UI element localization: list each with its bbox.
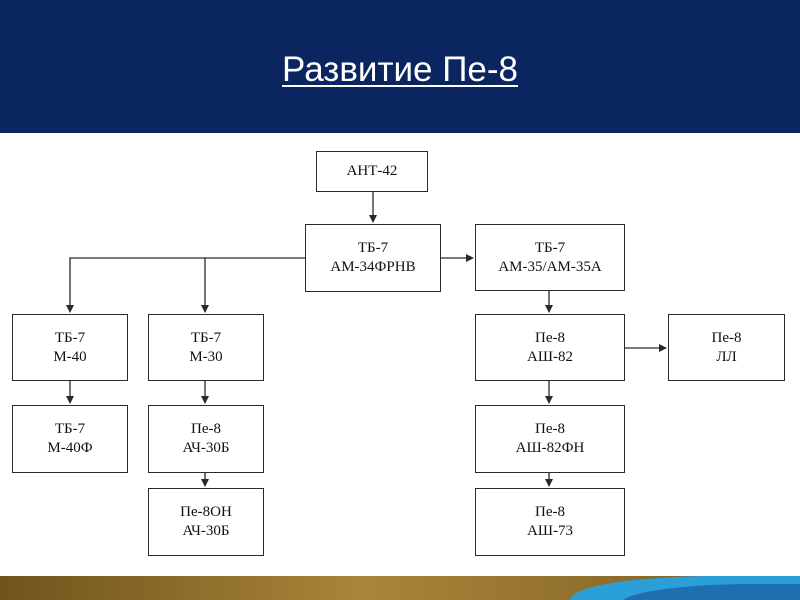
- node-tb7-am34frnv-line2: АМ-34ФРНВ: [330, 259, 416, 275]
- node-pe8-ach30b[interactable]: Пе-8 АЧ-30Б: [148, 405, 264, 473]
- node-pe8-ll[interactable]: Пе-8 ЛЛ: [668, 314, 785, 381]
- node-tb7-am35-line1: ТБ-7: [534, 239, 566, 256]
- node-pe8-ash82fn-line1: Пе-8: [535, 421, 565, 437]
- node-pe8on-ach30b-line2: АЧ-30Б: [182, 523, 230, 539]
- node-tb7-m30-line2: М-30: [189, 348, 223, 365]
- node-tb7-m40[interactable]: ТБ-7 М-40: [12, 314, 128, 381]
- node-pe8-ll-line2: ЛЛ: [716, 348, 737, 365]
- node-tb7-m40f[interactable]: ТБ-7 М-40Ф: [12, 405, 128, 473]
- edge-tb7-am34-tb7-m40: [66, 257, 305, 313]
- node-tb7-m40f-line2: М-40Ф: [47, 440, 93, 456]
- footer-decoration: [0, 576, 800, 600]
- node-ant42[interactable]: АНТ-42: [316, 151, 428, 192]
- node-pe8on-ach30b[interactable]: Пе-8ОН АЧ-30Б: [148, 488, 264, 556]
- node-tb7-am35-line2: АМ-35/АМ-35А: [498, 258, 602, 275]
- node-pe8-ash73-line1: Пе-8: [535, 504, 565, 520]
- node-pe8on-ach30b-line1: Пе-8ОН: [180, 504, 232, 520]
- node-pe8-ash82-line2: АШ-82: [527, 348, 573, 365]
- node-tb7-m40-line2: М-40: [53, 348, 87, 365]
- node-tb7-m30-line1: ТБ-7: [190, 329, 222, 346]
- node-pe8-ash82[interactable]: Пе-8 АШ-82: [475, 314, 625, 381]
- node-pe8-ash82fn[interactable]: Пе-8 АШ-82ФН: [475, 405, 625, 473]
- node-ant42-line1: АНТ-42: [346, 163, 398, 179]
- node-tb7-m30[interactable]: ТБ-7 М-30: [148, 314, 264, 381]
- node-pe8-ach30b-line2: АЧ-30Б: [182, 440, 230, 456]
- node-pe8-ll-line1: Пе-8: [711, 329, 742, 346]
- node-pe8-ash82-line1: Пе-8: [535, 329, 565, 346]
- title-bar: Развитие Пе-8: [0, 0, 800, 133]
- node-tb7-am34frnv[interactable]: ТБ-7 АМ-34ФРНВ: [305, 224, 441, 292]
- node-pe8-ach30b-line1: Пе-8: [191, 421, 221, 437]
- node-pe8-ash73-line2: АШ-73: [527, 523, 573, 539]
- node-pe8-ash73[interactable]: Пе-8 АШ-73: [475, 488, 625, 556]
- footer-blue-wave-dark: [620, 584, 800, 600]
- node-tb7-m40-line1: ТБ-7: [54, 329, 86, 346]
- node-tb7-am35[interactable]: ТБ-7 АМ-35/АМ-35А: [475, 224, 625, 291]
- node-tb7-m40f-line1: ТБ-7: [54, 421, 86, 437]
- node-pe8-ash82fn-line2: АШ-82ФН: [515, 440, 585, 456]
- node-tb7-am34frnv-line1: ТБ-7: [357, 240, 389, 256]
- slide-title[interactable]: Развитие Пе-8: [282, 50, 518, 89]
